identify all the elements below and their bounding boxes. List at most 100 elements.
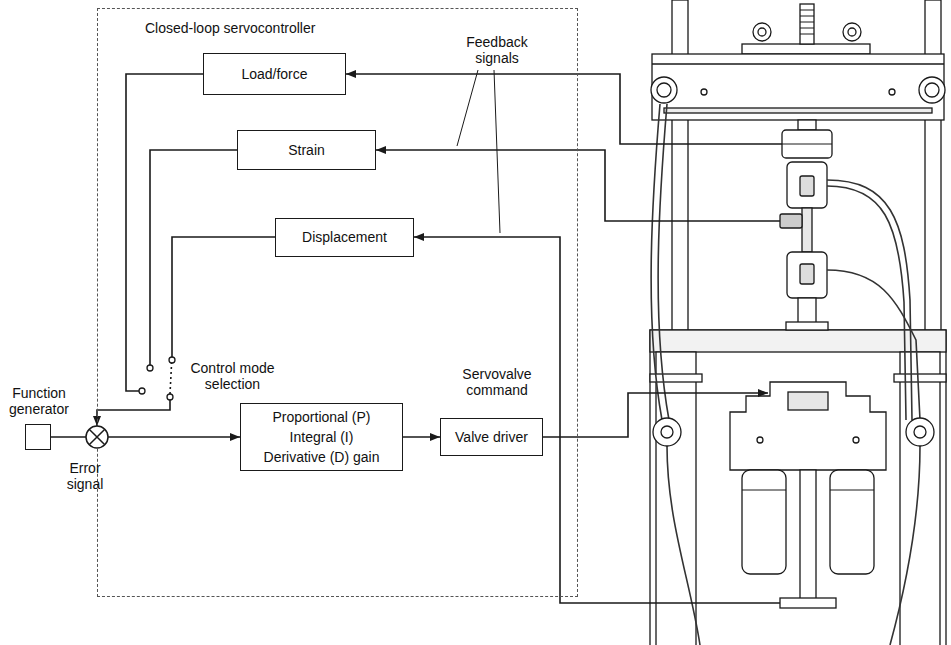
cable xyxy=(827,180,912,420)
switch-wiper xyxy=(170,363,172,394)
box-label: Valve driver xyxy=(455,429,528,446)
switch-terminal xyxy=(169,357,175,363)
switch-terminals xyxy=(139,357,175,400)
eyebolt xyxy=(753,23,771,41)
servovalve-command-wire xyxy=(543,393,768,437)
mode-wire xyxy=(126,74,203,391)
switch-terminal xyxy=(147,365,153,371)
actuator-flange xyxy=(786,322,828,330)
switch-terminal xyxy=(139,388,145,394)
crosshead-edge xyxy=(652,63,944,64)
adjust-bolt xyxy=(800,4,814,44)
base-plate xyxy=(650,330,946,352)
clamp-knob xyxy=(925,83,939,97)
signal-name: Servovalve command xyxy=(452,366,542,398)
grip-slot xyxy=(800,264,814,284)
accumulator xyxy=(742,470,786,574)
eyebolt xyxy=(843,23,861,41)
callout-text: Control mode selection xyxy=(185,360,280,392)
pid-box: Proportional (P) Integral (I) Derivative… xyxy=(240,403,403,471)
servovalve-manifold xyxy=(730,382,886,470)
signal-wires xyxy=(97,74,782,603)
crosshead-clamp xyxy=(919,77,945,103)
cable xyxy=(658,104,669,420)
frame-column xyxy=(672,0,688,332)
top-plate xyxy=(742,44,870,54)
generator-box: Function generator xyxy=(25,424,51,450)
strain-feedback-wire xyxy=(376,150,780,221)
label-holder: Servovalve command xyxy=(452,366,542,398)
cable xyxy=(827,270,920,420)
signal-name: Error signal xyxy=(60,460,110,492)
label-holder: Control mode selection xyxy=(185,360,280,392)
load-cell-seam xyxy=(782,144,832,145)
leader-line xyxy=(494,70,500,233)
leader-line xyxy=(457,70,478,146)
eyebolt-hole xyxy=(758,28,766,36)
connector-sockets xyxy=(653,418,934,446)
selected-feedback-wire xyxy=(97,400,170,426)
socket-pin xyxy=(661,426,673,438)
crosshead xyxy=(652,54,944,120)
switch-pivot xyxy=(167,394,173,400)
bolt-thread xyxy=(800,10,814,34)
specimen xyxy=(802,208,812,252)
lvdt-rod xyxy=(800,470,816,600)
feedback-box: Load/force xyxy=(203,53,346,95)
base-leg xyxy=(656,352,696,645)
displacement-feedback-wire xyxy=(414,237,780,603)
box-label: Proportional (P) Integral (I) Derivative… xyxy=(261,407,383,467)
upper-grip xyxy=(787,162,827,208)
box-label: Strain xyxy=(288,142,325,159)
crosshead-clamp xyxy=(651,77,677,103)
socket-pin xyxy=(914,426,926,438)
crosshead-hole xyxy=(701,89,707,95)
grip-slot xyxy=(800,176,814,196)
driver-box: Valve driver xyxy=(440,418,543,456)
box-label: Load/force xyxy=(241,66,307,83)
cable xyxy=(890,446,920,645)
load-cell-stem xyxy=(798,120,816,130)
controller-region: Closed-loop servocontrollerLoad/forceStr… xyxy=(97,8,578,597)
feedback-box: Displacement xyxy=(275,218,414,257)
load-feedback-wire xyxy=(346,74,782,144)
label-holder: Error signal xyxy=(60,460,110,492)
callout-text: Feedback signals xyxy=(452,34,542,66)
leg-clamp xyxy=(650,374,702,382)
load-cell xyxy=(782,130,832,158)
leader-lines xyxy=(457,70,500,233)
label-holder: Feedback signals xyxy=(452,34,542,66)
signal-arrow xyxy=(51,436,240,438)
frame-column xyxy=(925,0,941,332)
cable-socket xyxy=(653,418,681,446)
label-holder: Function generator xyxy=(4,385,74,417)
box-label: Displacement xyxy=(302,229,387,246)
feedback-box: Strain xyxy=(237,130,376,170)
lvdt-bar xyxy=(780,598,836,608)
crosshead-rod xyxy=(664,108,932,113)
servovalve xyxy=(788,392,828,410)
leg-clamp xyxy=(894,374,946,382)
cable-socket xyxy=(906,418,934,446)
lower-grip xyxy=(787,252,827,298)
clamp-knob xyxy=(657,83,671,97)
box-label: Function generator xyxy=(4,385,74,417)
signal-arrow xyxy=(403,436,440,438)
cable xyxy=(651,104,662,420)
extensometer xyxy=(780,214,802,228)
crosshead-hole xyxy=(889,89,895,95)
eyebolt-hole xyxy=(848,28,856,36)
mode-wire xyxy=(150,150,237,365)
accumulator xyxy=(830,470,874,574)
cables xyxy=(651,104,920,645)
mode-wire xyxy=(172,237,275,357)
region-title: Closed-loop servocontroller xyxy=(145,20,315,37)
manifold-port xyxy=(853,437,859,443)
test-frame xyxy=(650,0,946,645)
cable xyxy=(667,446,700,645)
